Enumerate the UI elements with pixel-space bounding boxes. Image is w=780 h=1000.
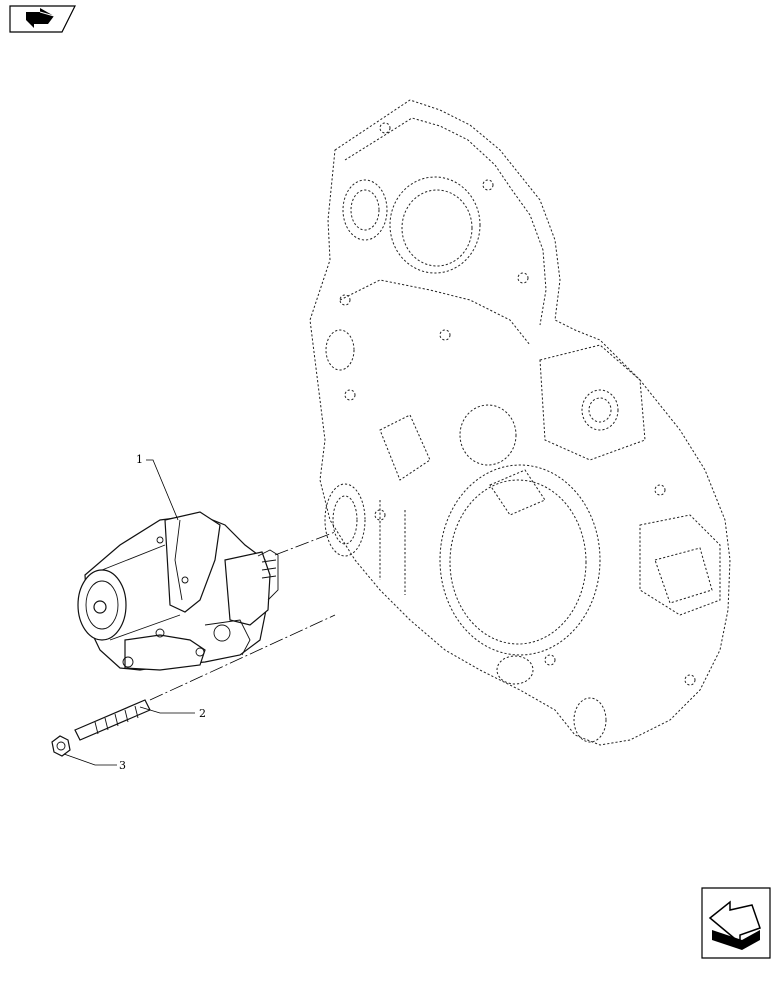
callout-3: 3 [119, 759, 126, 772]
callout-1: 1 [136, 453, 143, 466]
nav-forward-button[interactable] [701, 887, 771, 959]
leader-line-3 [63, 753, 117, 766]
leader-line-2 [139, 706, 195, 714]
nut [51, 735, 71, 757]
arrow-right-icon [708, 900, 761, 950]
arrow-left-icon [26, 8, 55, 28]
gear-housing-ghost [309, 99, 731, 746]
stud-axis-line [149, 614, 336, 701]
starter-motor [77, 511, 279, 671]
stud [74, 699, 151, 741]
starter-axis-line [274, 531, 336, 556]
nav-back-button[interactable] [9, 5, 76, 33]
callout-2: 2 [199, 707, 206, 720]
leader-line-1 [146, 459, 179, 521]
